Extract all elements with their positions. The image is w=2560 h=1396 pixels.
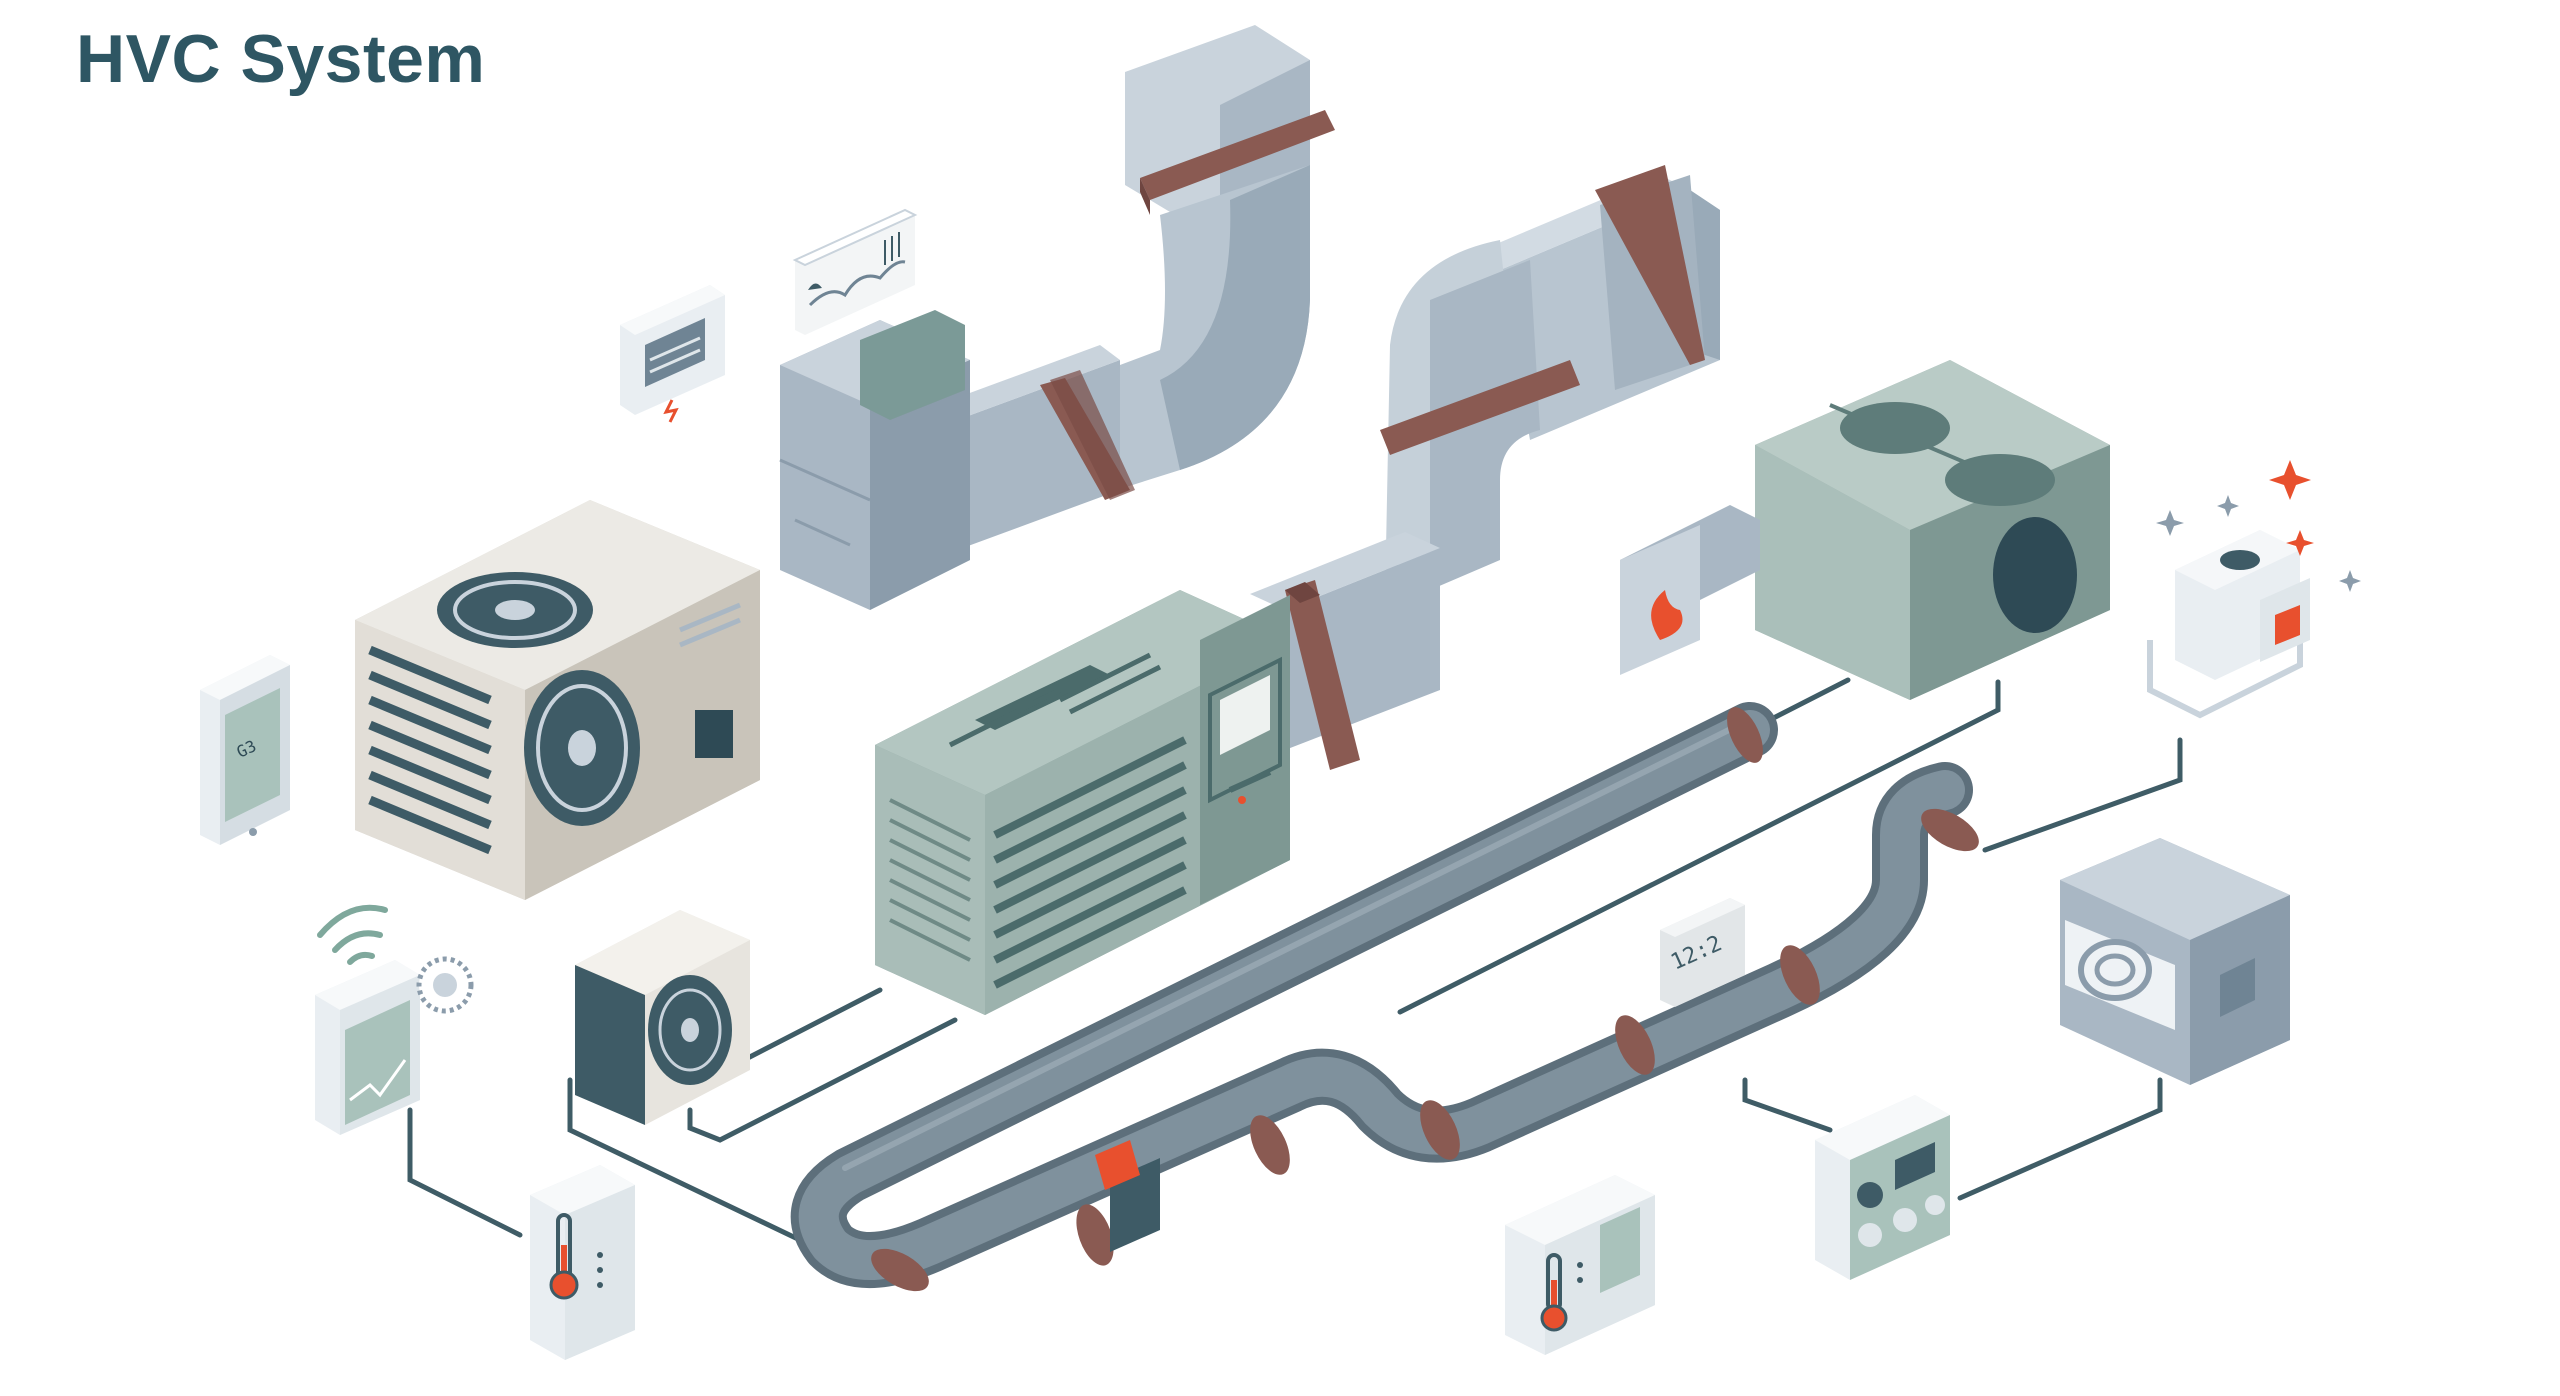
pipe-valve — [1095, 1140, 1160, 1252]
pipe-system — [790, 702, 1973, 1288]
chart-card-icon — [792, 208, 918, 335]
smart-sensor-icon — [2147, 460, 2361, 719]
exhaust-fan-icon — [575, 910, 750, 1125]
control-panel-icon — [1815, 1095, 1950, 1280]
flame-panel-icon — [1620, 505, 1760, 675]
upper-duct — [779, 25, 1335, 610]
pipe-rings — [871, 707, 1979, 1292]
smartphone-icon: G3 — [200, 655, 290, 845]
thermostat-control-icon — [1505, 1175, 1655, 1355]
speaker-box-icon — [2060, 838, 2290, 1085]
outdoor-condenser-unit — [355, 500, 760, 900]
wifi-thermostat-icon — [315, 904, 474, 1135]
right-duct — [1250, 165, 1720, 770]
air-handler-unit — [875, 590, 1290, 1015]
heat-exchanger-box — [1755, 360, 2110, 700]
digital-clock-icon: 12:2 — [1660, 898, 1745, 1007]
connector-lines — [407, 677, 2183, 1243]
page-title: HVC System — [76, 21, 486, 97]
thermometer-panel-icon — [530, 1165, 635, 1360]
display-panel-icon — [620, 285, 725, 423]
